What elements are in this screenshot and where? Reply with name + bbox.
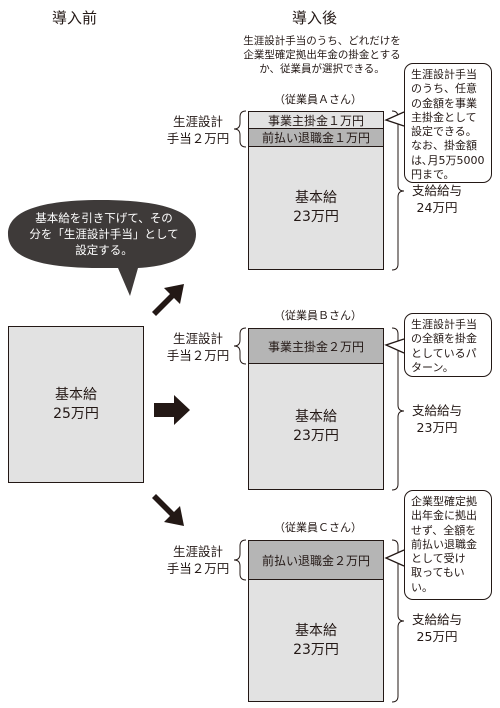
- brace-allowance-a: [233, 110, 247, 148]
- brace-pay-b: [391, 327, 405, 491]
- before-title: 導入前: [52, 9, 98, 27]
- callout-tails: [384, 111, 405, 567]
- speech-bubble-text: 基本給を引き下げて、その 分を「生涯設計手当」として 設定する。: [29, 211, 179, 257]
- before-base-salary-box: 基本給 25万円: [8, 326, 144, 483]
- employee-b-callout: 生涯設計手当 の全額を掛金 としているパ ターン。: [404, 313, 492, 377]
- employee-a-prepaid-retirement-bar: 前払い退職金１万円: [248, 128, 384, 147]
- employee-b-pay-label: 支給給与 23万円: [411, 403, 462, 435]
- employee-a-callout: 生涯設計手当 のうち、任意 の金額を事業 主掛金として 設定できる。 なお、掛金…: [404, 63, 492, 183]
- after-intro-note: 生涯設計手当のうち、どれだけを 企業型確定拠出年金の掛金とする か、従業員が選択…: [243, 35, 401, 75]
- employee-c-base-salary-box: 基本給 23万円: [248, 579, 384, 702]
- employee-c-pay-label: 支給給与 25万円: [411, 612, 462, 644]
- brace-allowance-c: [233, 539, 247, 581]
- employee-a-name: （従業員Ａさん）: [274, 93, 362, 106]
- employee-a-pay-label: 支給給与 24万円: [411, 183, 462, 215]
- speech-bubble-shape: [8, 200, 196, 296]
- brace-allowance-b: [233, 327, 247, 365]
- arrow-down-right-icon: [152, 494, 184, 526]
- arrow-up-right-icon: [152, 284, 184, 316]
- employee-b-employer-contribution-bar: 事業主掛金２万円: [248, 328, 384, 364]
- arrow-right-icon: [154, 395, 190, 425]
- employee-a-allowance-label: 生涯設計 手当２万円: [166, 114, 230, 146]
- employee-b-allowance-label: 生涯設計 手当２万円: [166, 331, 230, 363]
- employee-c-prepaid-retirement-bar: 前払い退職金２万円: [248, 540, 384, 580]
- employee-c-name: （従業員Ｃさん）: [274, 521, 362, 534]
- employee-c-callout: 企業型確定拠 出年金に拠出 せず、全額を 前払い退職金 として受け 取ってもい …: [404, 490, 492, 600]
- after-title: 導入後: [292, 9, 338, 27]
- employee-b-name: （従業員Ｂさん）: [274, 309, 362, 322]
- employee-a-base-salary-box: 基本給 23万円: [248, 146, 384, 270]
- employee-c-allowance-label: 生涯設計 手当２万円: [166, 544, 230, 576]
- employee-a-employer-contribution-bar: 事業主掛金１万円: [248, 111, 384, 129]
- brace-pay-c: [391, 539, 405, 703]
- brace-pay-a: [391, 110, 405, 271]
- employee-b-base-salary-box: 基本給 23万円: [248, 363, 384, 490]
